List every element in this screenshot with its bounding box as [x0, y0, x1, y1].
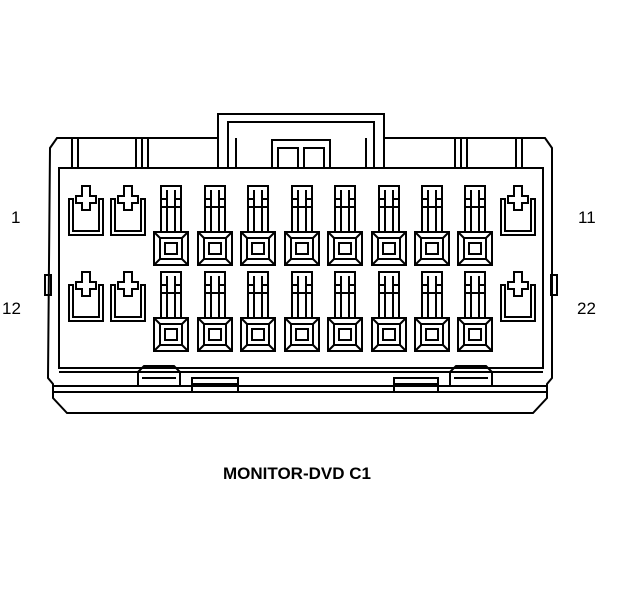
square-pin [371, 271, 407, 352]
square-pin [457, 185, 493, 266]
pin-label-22: 22 [577, 299, 596, 318]
square-pin [197, 185, 233, 266]
square-pin [327, 271, 363, 352]
latch-pin [500, 271, 536, 322]
square-pin [240, 271, 276, 352]
pin-label-12: 12 [2, 299, 21, 318]
pin-label-1: 1 [11, 208, 21, 227]
square-pin [371, 185, 407, 266]
latch-pin [68, 271, 104, 322]
pin-terminals [68, 185, 536, 352]
square-pin [197, 271, 233, 352]
square-pin [153, 185, 189, 266]
square-pin [414, 271, 450, 352]
square-pin [327, 185, 363, 266]
square-pin [414, 185, 450, 266]
latch-pin [500, 185, 536, 236]
latch-pin [110, 271, 146, 322]
connector-housing [44, 137, 558, 414]
square-pin [153, 271, 189, 352]
top-latch [217, 113, 385, 169]
square-pin [284, 185, 320, 266]
pin-label-11: 11 [578, 208, 596, 227]
latch-pin [68, 185, 104, 236]
square-pin [240, 185, 276, 266]
latch-pin [110, 185, 146, 236]
square-pin [457, 271, 493, 352]
square-pin [284, 271, 320, 352]
connector-name: MONITOR-DVD C1 [223, 464, 371, 483]
